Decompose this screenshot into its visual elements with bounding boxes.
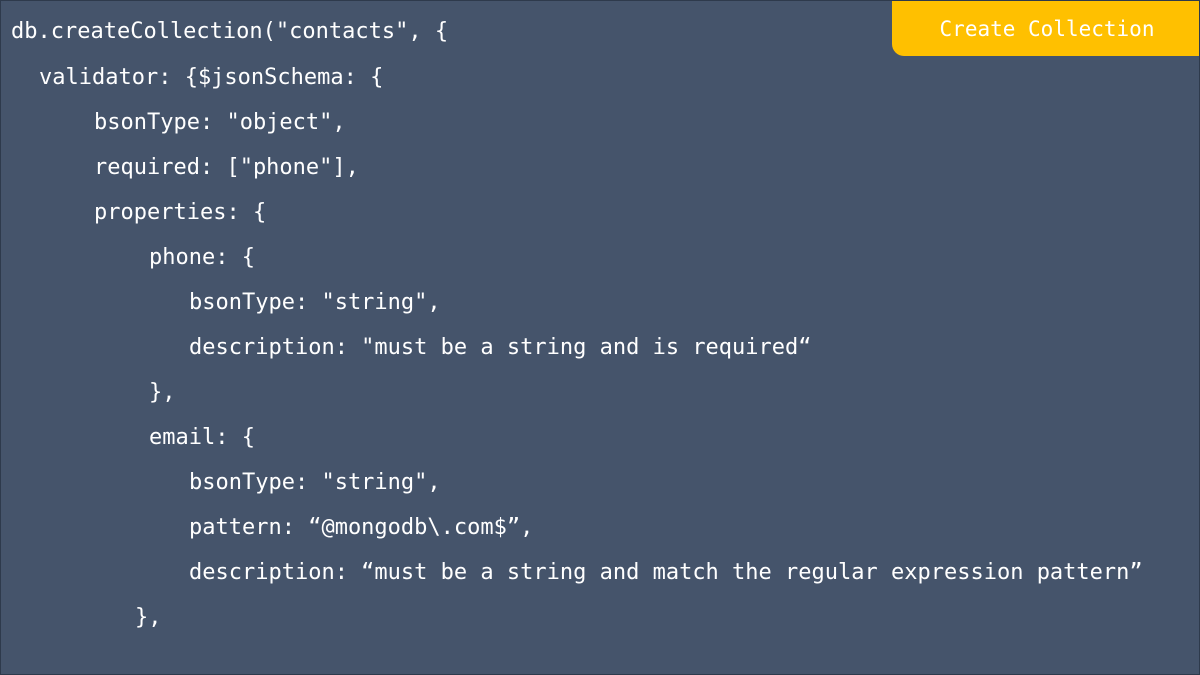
code-line-10: email: { [149,425,255,450]
create-collection-badge: Create Collection [892,1,1199,56]
code-line-1: db.createCollection("contacts", { [11,19,449,44]
code-line-4: required: ["phone"], [94,155,359,180]
code-line-9: }, [149,380,176,405]
code-line-6: phone: { [149,245,255,270]
code-line-11: bsonType: "string", [189,470,441,495]
code-line-13: description: “must be a string and match… [189,560,1143,585]
code-line-8: description: "must be a string and is re… [189,335,812,360]
code-line-12: pattern: “@mongodb\.com$”, [189,515,534,540]
code-line-3: bsonType: "object", [94,110,346,135]
code-line-14: }, [135,605,162,630]
code-line-7: bsonType: "string", [189,290,441,315]
code-line-5: properties: { [94,200,267,225]
code-line-2: validator: {$jsonSchema: { [39,65,384,90]
